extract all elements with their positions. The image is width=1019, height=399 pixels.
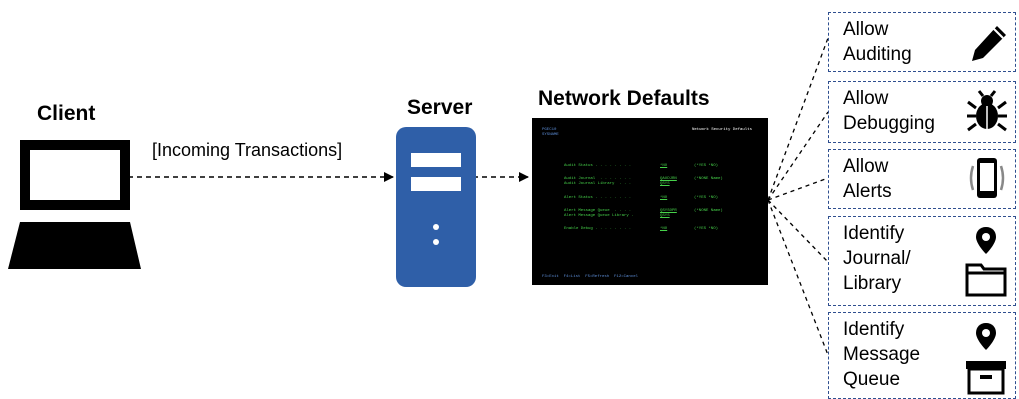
terminal-system-name: SYSNAME <box>542 133 559 137</box>
terminal-row-value[interactable]: *NO <box>660 196 668 200</box>
terminal-system-id: PGEC10 <box>542 128 557 132</box>
terminal-row-label: Alert Message Queue . . . . <box>564 209 632 213</box>
terminal-screen: PGEC10 SYSNAME Network Security Defaults… <box>532 118 768 285</box>
option-allow-alerts: Allow Alerts <box>828 149 1016 209</box>
terminal-row-value[interactable]: QSYSOPR <box>660 209 677 213</box>
server-label: Server <box>407 96 473 119</box>
option-allow-auditing: Allow Auditing <box>828 12 1016 72</box>
option-line: Alerts <box>843 181 892 202</box>
server-icon <box>396 127 476 287</box>
option-line: Identify <box>843 223 905 244</box>
terminal-row-hint: (*YES *NO) <box>694 196 719 200</box>
terminal-row-value[interactable]: QSYS <box>660 182 670 186</box>
option-line: Auditing <box>843 44 912 65</box>
option-line: Message <box>843 344 921 365</box>
terminal-row-hint: (*YES *NO) <box>694 227 719 231</box>
option-identify-journal-library: Identify Journal/ Library <box>828 216 1016 306</box>
option-line: Identify <box>843 319 905 340</box>
terminal-row-label: Audit Status . . . . . . . . <box>564 164 632 168</box>
terminal-row-value[interactable]: QSYS <box>660 214 670 218</box>
pin-folder-icon <box>965 227 1007 297</box>
pencil-icon <box>972 26 1006 61</box>
terminal-row-label: Alert Message Queue Library . <box>564 214 634 218</box>
terminal-row-label: Enable Debug . . . . . . . . <box>564 227 632 231</box>
option-allow-debugging: Allow Debugging <box>828 81 1016 143</box>
option-line: Queue <box>843 369 901 390</box>
connection-label: [Incoming Transactions] <box>152 140 343 160</box>
bug-icon <box>967 90 1007 132</box>
terminal-row-label: Audit Journal Library . . . <box>564 182 632 186</box>
option-line: Library <box>843 273 902 294</box>
terminal-row-hint: (*NONE Name) <box>694 177 723 181</box>
laptop-icon <box>8 140 141 269</box>
terminal-row-value[interactable]: *NO <box>660 164 668 168</box>
terminal-row-hint: (*NONE Name) <box>694 209 723 213</box>
terminal-title: Network Security Defaults <box>692 128 753 132</box>
pin-box-icon <box>966 323 1006 395</box>
option-line: Allow <box>843 156 889 177</box>
phone-icon <box>969 158 1005 198</box>
terminal-row-value[interactable]: QAUDJRN <box>660 177 677 181</box>
option-line: Allow <box>843 19 889 40</box>
network-defaults-label: Network Defaults <box>538 87 710 110</box>
terminal-row-label: Alert Status . . . . . . . . <box>564 196 632 200</box>
option-line: Allow <box>843 88 889 109</box>
terminal-row-value[interactable]: *NO <box>660 227 668 231</box>
option-line: Debugging <box>843 113 935 134</box>
terminal-function-keys: F3=Exit F4=List F5=Refresh F12=Cancel <box>542 275 639 279</box>
fanout-lines <box>767 37 829 356</box>
terminal-row-label: Audit Journal . . . . . . . <box>564 177 632 181</box>
terminal-row-hint: (*YES *NO) <box>694 164 719 168</box>
option-line: Journal/ <box>843 248 911 269</box>
client-label: Client <box>37 102 96 125</box>
option-identify-message-queue: Identify Message Queue <box>828 312 1016 399</box>
